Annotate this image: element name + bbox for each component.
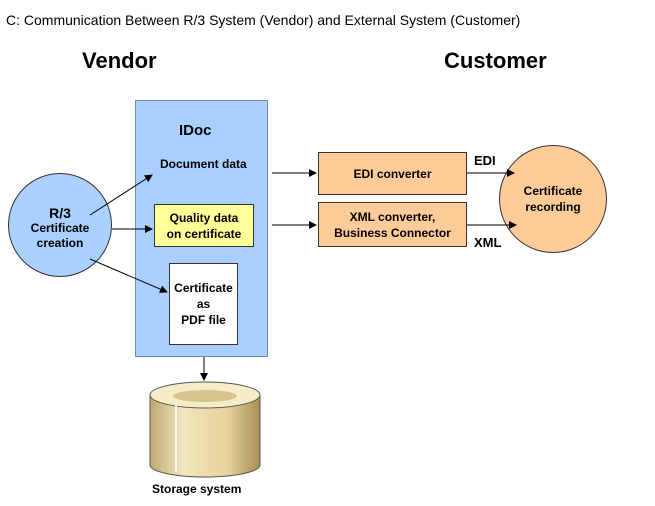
quality-data-box: Quality data on certificate xyxy=(154,204,254,247)
customer-heading: Customer xyxy=(444,48,547,73)
arrow-r3-to-document-data xyxy=(89,174,153,216)
arrow-r3-to-pdf xyxy=(89,258,168,293)
storage-cylinder xyxy=(149,381,261,478)
document-data-label: Document data xyxy=(160,157,247,171)
certificate-recording-text: Certificate recording xyxy=(499,183,607,215)
edi-label: EDI xyxy=(474,153,496,168)
storage-system-label: Storage system xyxy=(152,482,242,496)
idoc-title: IDoc xyxy=(179,122,212,139)
xml-converter-line2: Business Connector xyxy=(334,225,451,240)
xml-converter-box: XML converter, Business Connector xyxy=(318,202,467,247)
xml-converter-line1: XML converter, xyxy=(349,209,436,224)
r3-node-text: R/3 Certificate creation xyxy=(8,206,112,251)
edi-converter-label: EDI converter xyxy=(353,166,432,181)
pdf-line2: as xyxy=(196,297,211,311)
quality-data-line2: on certificate xyxy=(166,226,242,241)
r3-line2: Certificate xyxy=(30,221,90,235)
cert-recording-line1: Certificate xyxy=(523,184,583,198)
edi-converter-box: EDI converter xyxy=(318,152,467,195)
cert-recording-line2: recording xyxy=(525,200,581,214)
quality-data-line1: Quality data xyxy=(169,210,239,225)
certificate-recording-node xyxy=(499,145,607,253)
page-title: C: Communication Between R/3 System (Ven… xyxy=(6,12,521,28)
r3-line1: R/3 xyxy=(49,205,71,221)
r3-line3: creation xyxy=(36,236,84,250)
pdf-line1: Certificate xyxy=(174,281,233,295)
certificate-pdf-box: Certificate as PDF file xyxy=(169,263,238,345)
xml-label: XML xyxy=(474,235,502,250)
pdf-line3: PDF file xyxy=(181,313,226,327)
vendor-heading: Vendor xyxy=(82,48,157,73)
r3-certificate-creation-node xyxy=(8,173,112,277)
